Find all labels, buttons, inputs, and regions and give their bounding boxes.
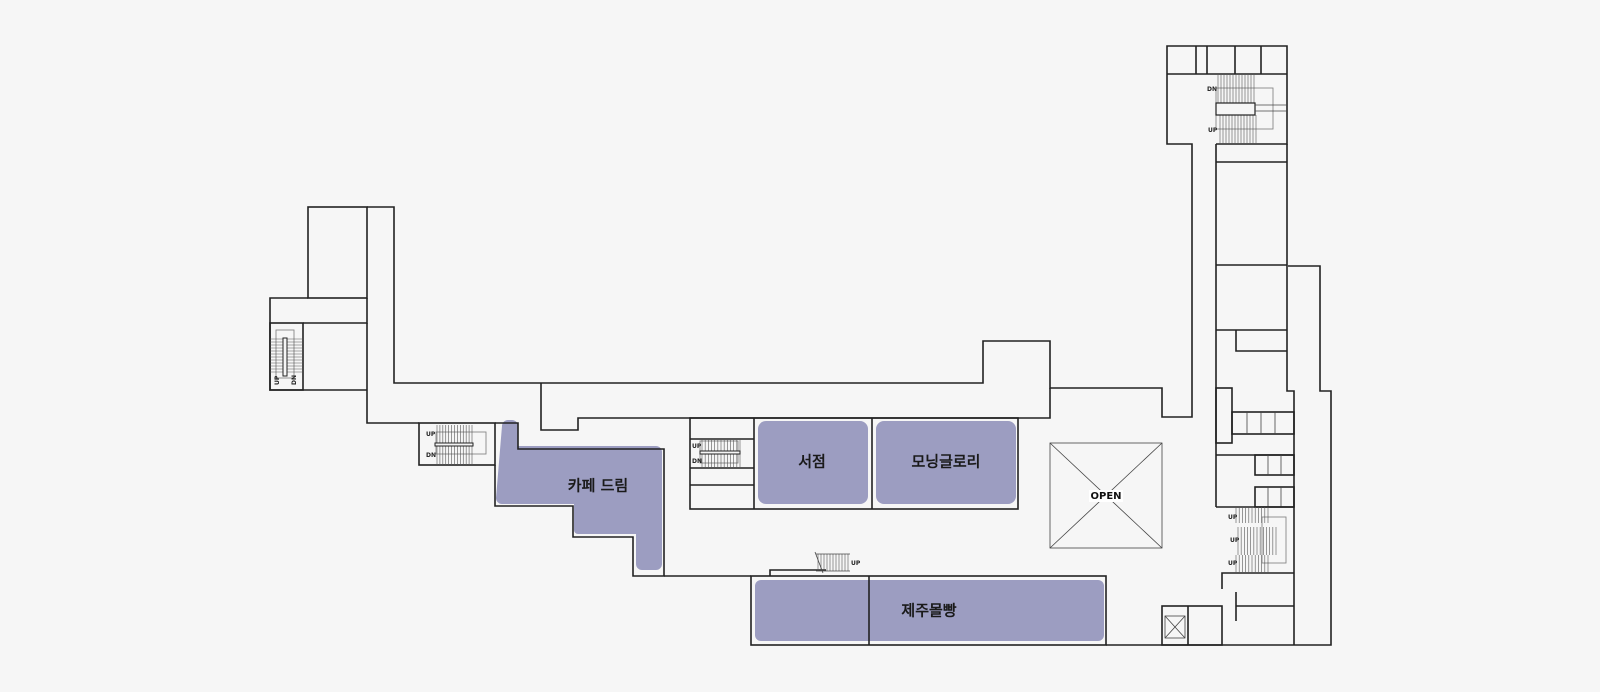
stair-bottom: UP — [814, 551, 861, 574]
stair-bottom-right: UP UP UP — [1228, 507, 1287, 573]
store-bookstore[interactable]: 서점 — [758, 421, 868, 504]
stair-dn-label: DN — [426, 452, 436, 459]
stair-up-label: UP — [1228, 560, 1238, 567]
stair-up-label: UP — [1228, 514, 1238, 521]
stair-up-label: UP — [274, 375, 281, 385]
stair-up-label: UP — [851, 560, 861, 567]
stair-up-label: UP — [1208, 127, 1218, 134]
store-cafe-dream[interactable]: 카페 드림 — [496, 420, 662, 570]
stair-top-right: DN UP — [1207, 75, 1287, 144]
stair-central: UP DN — [692, 439, 741, 467]
open-atrium: OPEN — [1049, 442, 1163, 549]
stair-up-label: UP — [692, 443, 702, 450]
stair-lower-left: UP DN — [426, 425, 487, 465]
stair-dn-label: DN — [692, 458, 702, 465]
stair-up-label: UP — [426, 431, 436, 438]
building-walls — [269, 45, 1332, 646]
stair-dn-label: DN — [291, 375, 298, 385]
store-morning-glory[interactable]: 모닝글로리 — [876, 421, 1016, 504]
stair-up-label: UP — [1230, 537, 1240, 544]
open-label: OPEN — [1090, 491, 1121, 502]
stair-dn-label: DN — [1207, 86, 1217, 93]
store-jeju-bread[interactable]: 제주몰빵 — [755, 576, 1104, 644]
stair-left: UP DN — [270, 329, 303, 385]
